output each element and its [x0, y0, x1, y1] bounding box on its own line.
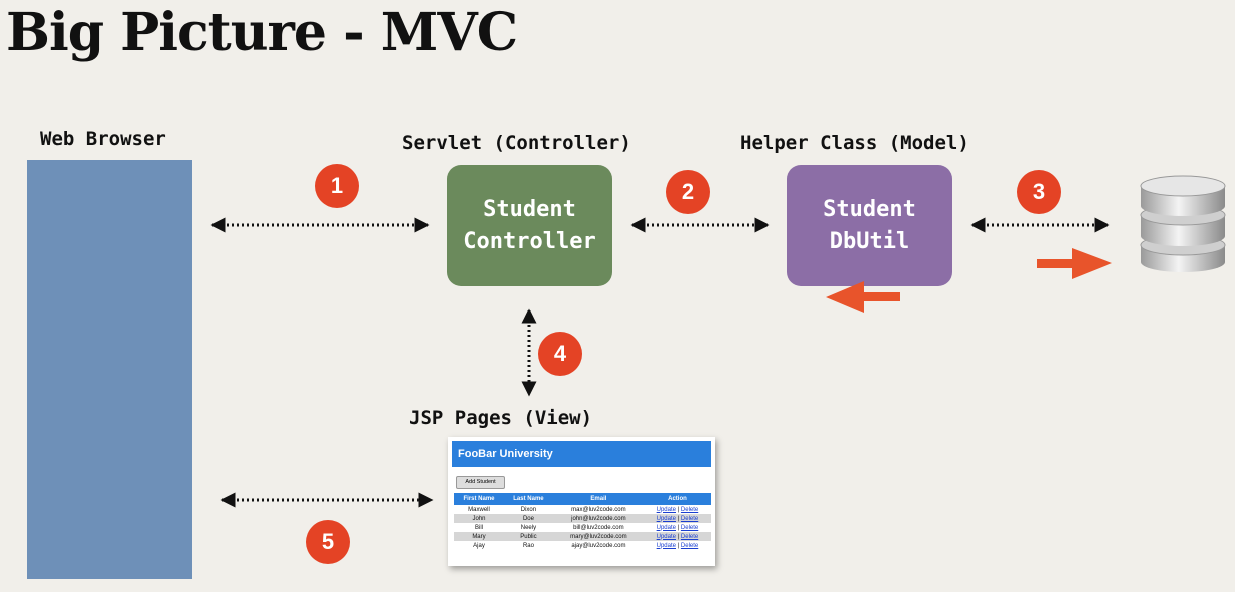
table-row: John Doe john@luv2code.com Update | Dele…	[454, 514, 711, 523]
add-student-button[interactable]: Add Student	[456, 476, 505, 489]
separator: |	[677, 533, 680, 540]
cell-last: Public	[503, 532, 553, 541]
cell-email: bill@luv2code.com	[573, 524, 624, 531]
cell-action: Update | Delete	[644, 505, 711, 514]
cell-last: Doe	[503, 514, 553, 523]
cell-first: John	[454, 514, 504, 523]
servlet-label: Servlet (Controller)	[402, 132, 631, 154]
orange-arrow-right	[1037, 248, 1112, 279]
table-row: Mary Public mary@luv2code.com Update | D…	[454, 532, 711, 541]
controller-line1: Student	[483, 196, 576, 222]
cell-email: john@luv2code.com	[552, 514, 644, 523]
delete-link[interactable]: Delete	[680, 533, 699, 540]
update-link[interactable]: Update	[656, 542, 676, 549]
step-badge-1: 1	[315, 164, 359, 208]
delete-link[interactable]: Delete	[680, 542, 699, 549]
jsp-header: FooBar University	[452, 441, 711, 467]
cell-action: Update | Delete	[644, 541, 711, 550]
update-link[interactable]: Update	[656, 506, 676, 513]
web-browser-panel	[27, 160, 192, 579]
cell-action: Update | Delete	[643, 532, 711, 541]
controller-line2: Controller	[463, 228, 596, 254]
student-controller-box: Student Controller	[447, 165, 612, 286]
orange-arrow-left	[826, 281, 900, 313]
web-browser-label: Web Browser	[40, 128, 166, 150]
cell-email: mary@luv2code.com	[552, 532, 644, 541]
update-link[interactable]: Update	[656, 515, 676, 522]
jsp-pages-label: JSP Pages (View)	[409, 407, 593, 429]
separator: |	[677, 542, 680, 549]
student-dbutil-box: Student DbUtil	[787, 165, 952, 286]
update-link[interactable]: Update	[656, 533, 676, 540]
slide-title: Big Picture - MVC	[6, 2, 518, 63]
cell-action: Update | Delete	[644, 523, 711, 532]
cell-email: ajay@luv2code.com	[571, 542, 626, 549]
cell-action: Update | Delete	[643, 514, 711, 523]
jsp-page-preview: FooBar University Add Student First Name…	[448, 437, 715, 566]
cell-email: max@luv2code.com	[571, 506, 626, 513]
helper-class-label: Helper Class (Model)	[740, 132, 969, 154]
model-line2: DbUtil	[829, 228, 910, 254]
cell-first: Bill	[474, 524, 483, 531]
delete-link[interactable]: Delete	[680, 506, 699, 513]
table-row: Maxwell Dixon max@luv2code.com Update | …	[454, 505, 711, 514]
cell-first: Ajay	[473, 542, 485, 549]
separator: |	[677, 515, 680, 522]
database-icon	[1140, 175, 1226, 272]
step-badge-3: 3	[1017, 170, 1061, 214]
cell-last: Neely	[520, 524, 537, 531]
delete-link[interactable]: Delete	[680, 524, 699, 531]
update-link[interactable]: Update	[656, 524, 676, 531]
table-row: Ajay Rao ajay@luv2code.com Update | Dele…	[454, 541, 711, 550]
separator: |	[677, 524, 680, 531]
delete-link[interactable]: Delete	[680, 515, 699, 522]
table-row: Bill Neely bill@luv2code.com Update | De…	[454, 523, 711, 532]
step-badge-2: 2	[666, 170, 710, 214]
col-action: Action	[643, 493, 711, 505]
cell-first: Maxwell	[468, 506, 490, 513]
step-badge-4: 4	[538, 332, 582, 376]
col-first-name: First Name	[454, 493, 504, 505]
col-last-name: Last Name	[503, 493, 553, 505]
model-line1: Student	[823, 196, 916, 222]
cell-last: Rao	[522, 542, 534, 549]
student-table: First Name Last Name Email Action Maxwel…	[454, 493, 711, 550]
cell-last: Dixon	[520, 506, 537, 513]
step-badge-5: 5	[306, 520, 350, 564]
separator: |	[677, 506, 680, 513]
cell-first: Mary	[454, 532, 504, 541]
col-email: Email	[552, 493, 644, 505]
